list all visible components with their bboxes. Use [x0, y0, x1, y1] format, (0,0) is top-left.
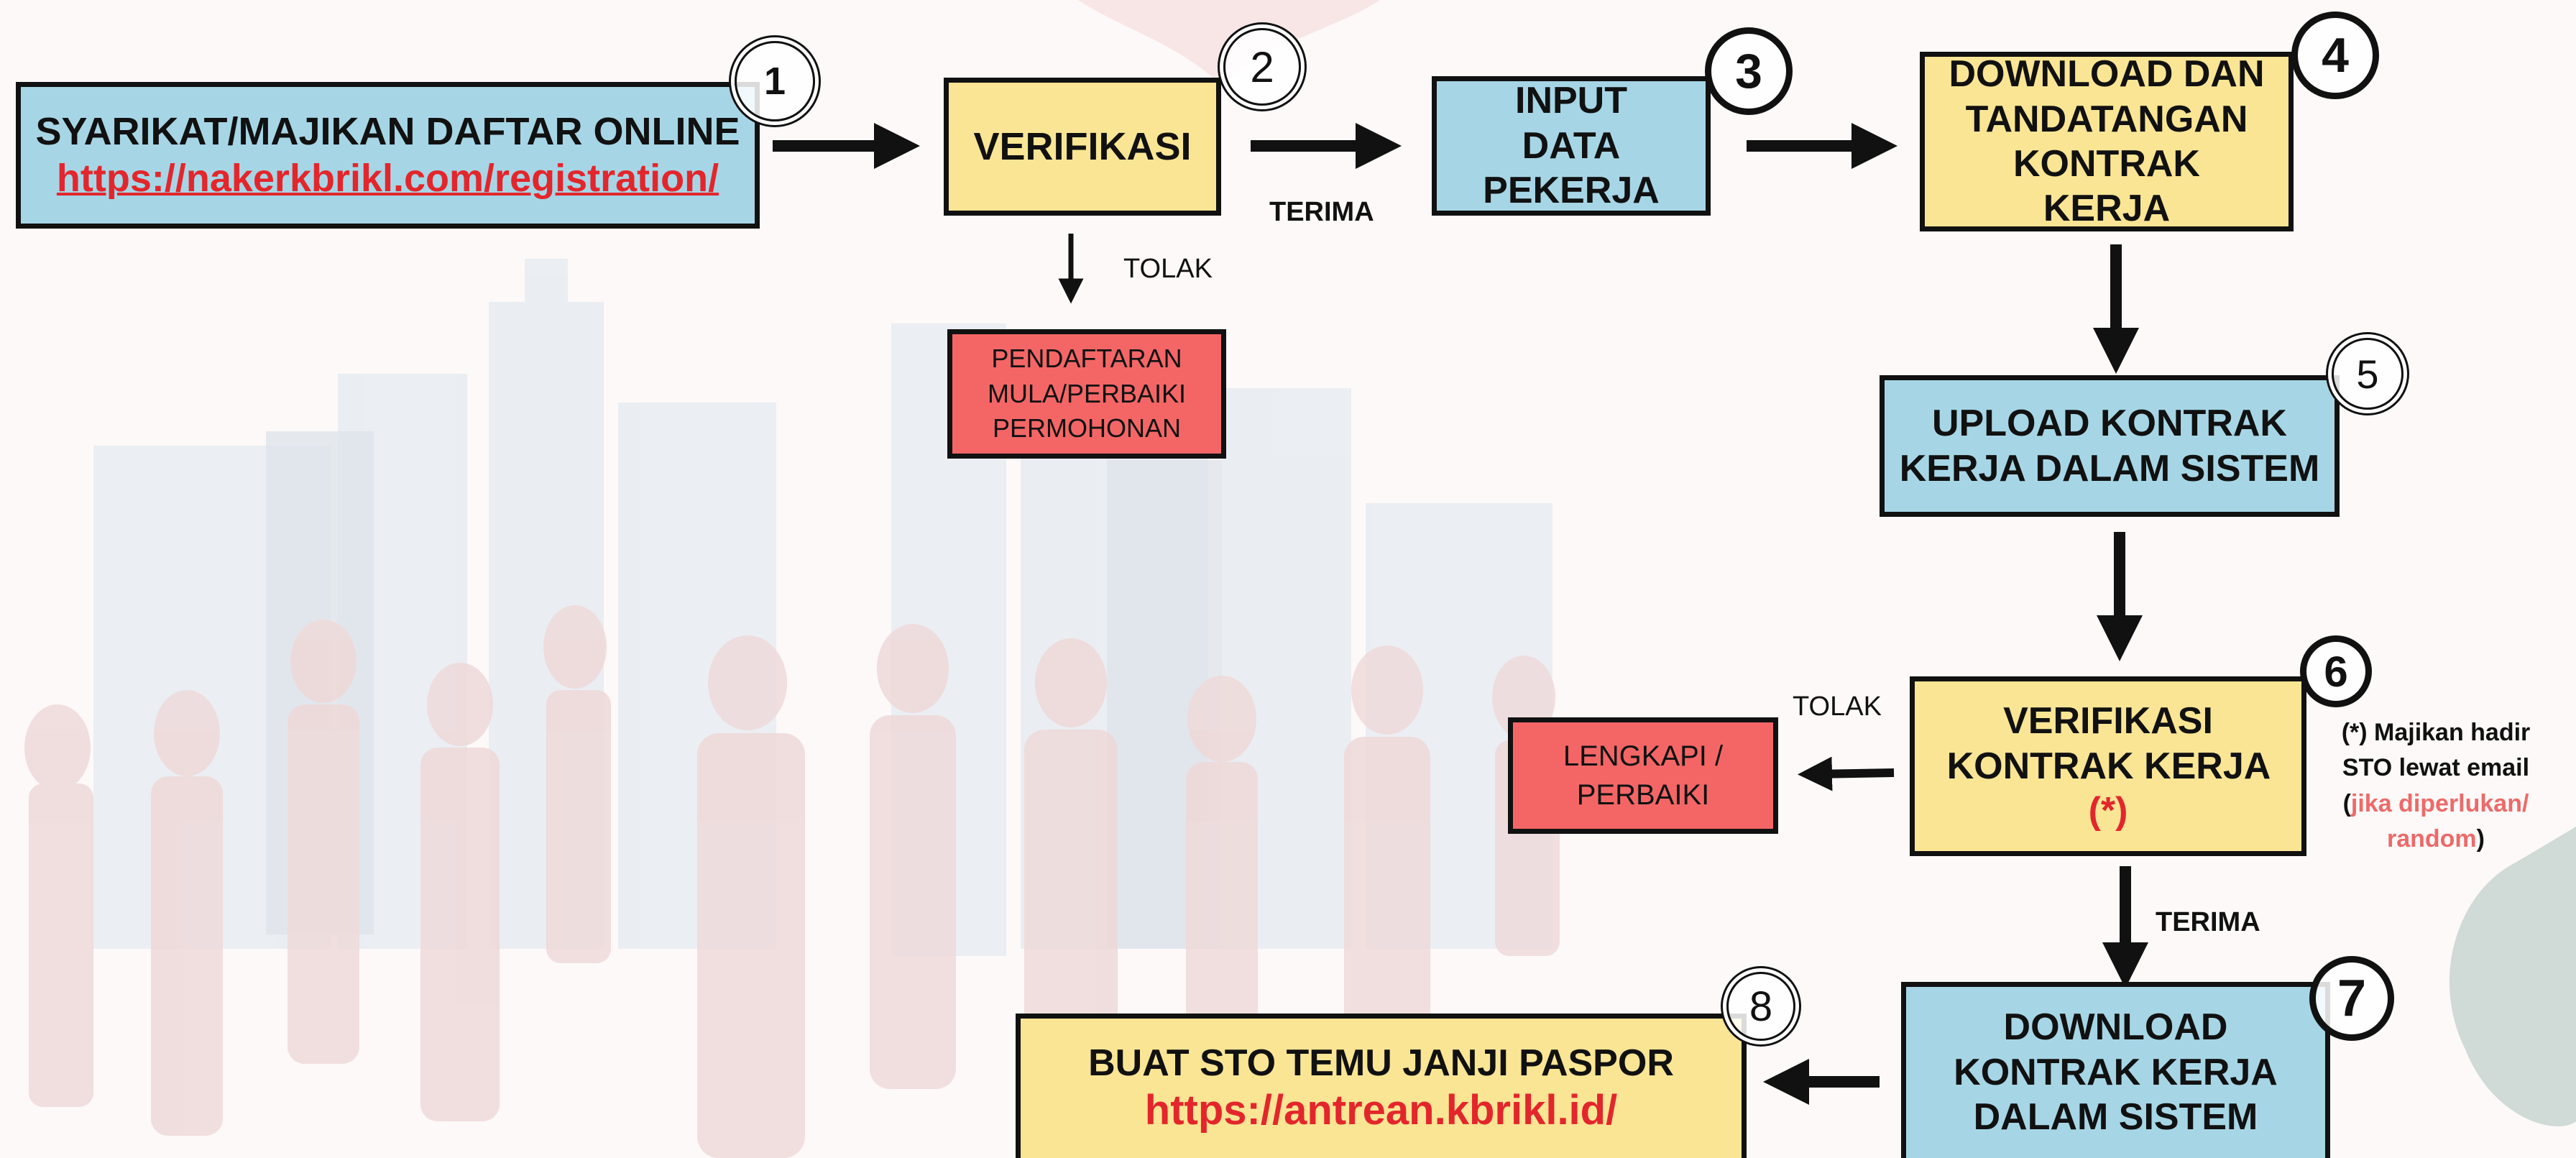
- step6-label: VERIFIKASI KONTRAK KERJA: [1946, 700, 2270, 787]
- step6-marker: (*): [2088, 790, 2128, 832]
- node-reject-pendaftaran: PENDAFTARAN MULA/PERBAIKI PERMOHONAN: [947, 329, 1226, 459]
- verifikasi-label: VERIFIKASI: [973, 124, 1192, 168]
- node-step1-register-online: SYARIKAT/MAJIKAN DAFTAR ONLINE https://n…: [16, 82, 760, 229]
- node-download-tandatangan: DOWNLOAD DAN TANDATANGAN KONTRAK KERJA: [1920, 52, 2294, 231]
- node-input-data-pekerja: INPUT DATA PEKERJA: [1432, 76, 1711, 216]
- node-buat-sto: BUAT STO TEMU JANJI PASPOR https://antre…: [1016, 1014, 1747, 1158]
- note-highlight: jika diperlukan/ random: [2350, 789, 2529, 853]
- step8-title: BUAT STO TEMU JANJI PASPOR: [1088, 1042, 1674, 1084]
- step4-label: DOWNLOAD DAN TANDATANGAN KONTRAK KERJA: [1949, 53, 2265, 230]
- node-verifikasi-kontrak: VERIFIKASI KONTRAK KERJA (*): [1910, 676, 2306, 856]
- badge-7: 7: [2309, 956, 2394, 1041]
- note-majikan-hadir: (*) Majikan hadir STO lewat email (jika …: [2324, 715, 2547, 857]
- edge-label-terima-2: TERIMA: [2156, 907, 2260, 937]
- badge-2: 2: [1223, 28, 1301, 106]
- step7-label: DOWNLOAD KONTRAK KERJA DALAM SISTEM: [1954, 1006, 2278, 1139]
- edge-label-tolak-1: TOLAK: [1123, 254, 1213, 284]
- step5-label: UPLOAD KONTRAK KERJA DALAM SISTEM: [1899, 403, 2320, 490]
- reject1-label: PENDAFTARAN MULA/PERBAIKI PERMOHONAN: [987, 344, 1187, 444]
- edge-label-tolak-2: TOLAK: [1793, 691, 1882, 722]
- node-upload-kontrak: UPLOAD KONTRAK KERJA DALAM SISTEM: [1880, 375, 2340, 517]
- edge-label-terima-1: TERIMA: [1269, 197, 1374, 227]
- node-verifikasi: VERIFIKASI: [944, 78, 1221, 216]
- badge-3: 3: [1705, 27, 1793, 115]
- step6-label-wrap: VERIFIKASI KONTRAK KERJA (*): [1929, 699, 2287, 833]
- node-download-kontrak-sistem: DOWNLOAD KONTRAK KERJA DALAM SISTEM: [1901, 982, 2330, 1158]
- badge-8: 8: [1726, 972, 1795, 1041]
- badge-6: 6: [2300, 635, 2372, 707]
- note-text-2: ): [2476, 824, 2485, 853]
- reject6-label: LENGKAPI / PERBAIKI: [1563, 740, 1724, 811]
- note-text-1: (*) Majikan hadir STO lewat email (: [2341, 719, 2531, 817]
- antrean-link[interactable]: https://antrean.kbrikl.id/: [1144, 1087, 1618, 1134]
- registration-link[interactable]: https://nakerkbrikl.com/registration/: [56, 157, 719, 200]
- badge-4: 4: [2291, 12, 2379, 99]
- step3-label: INPUT DATA PEKERJA: [1483, 80, 1660, 212]
- arrow-6-to-reject: [1798, 756, 1895, 791]
- step1-title: SYARIKAT/MAJIKAN DAFTAR ONLINE: [35, 110, 740, 154]
- badge-1: 1: [735, 41, 815, 121]
- badge-5: 5: [2332, 338, 2404, 410]
- node-lengkapi-perbaiki: LENGKAPI / PERBAIKI: [1508, 717, 1778, 834]
